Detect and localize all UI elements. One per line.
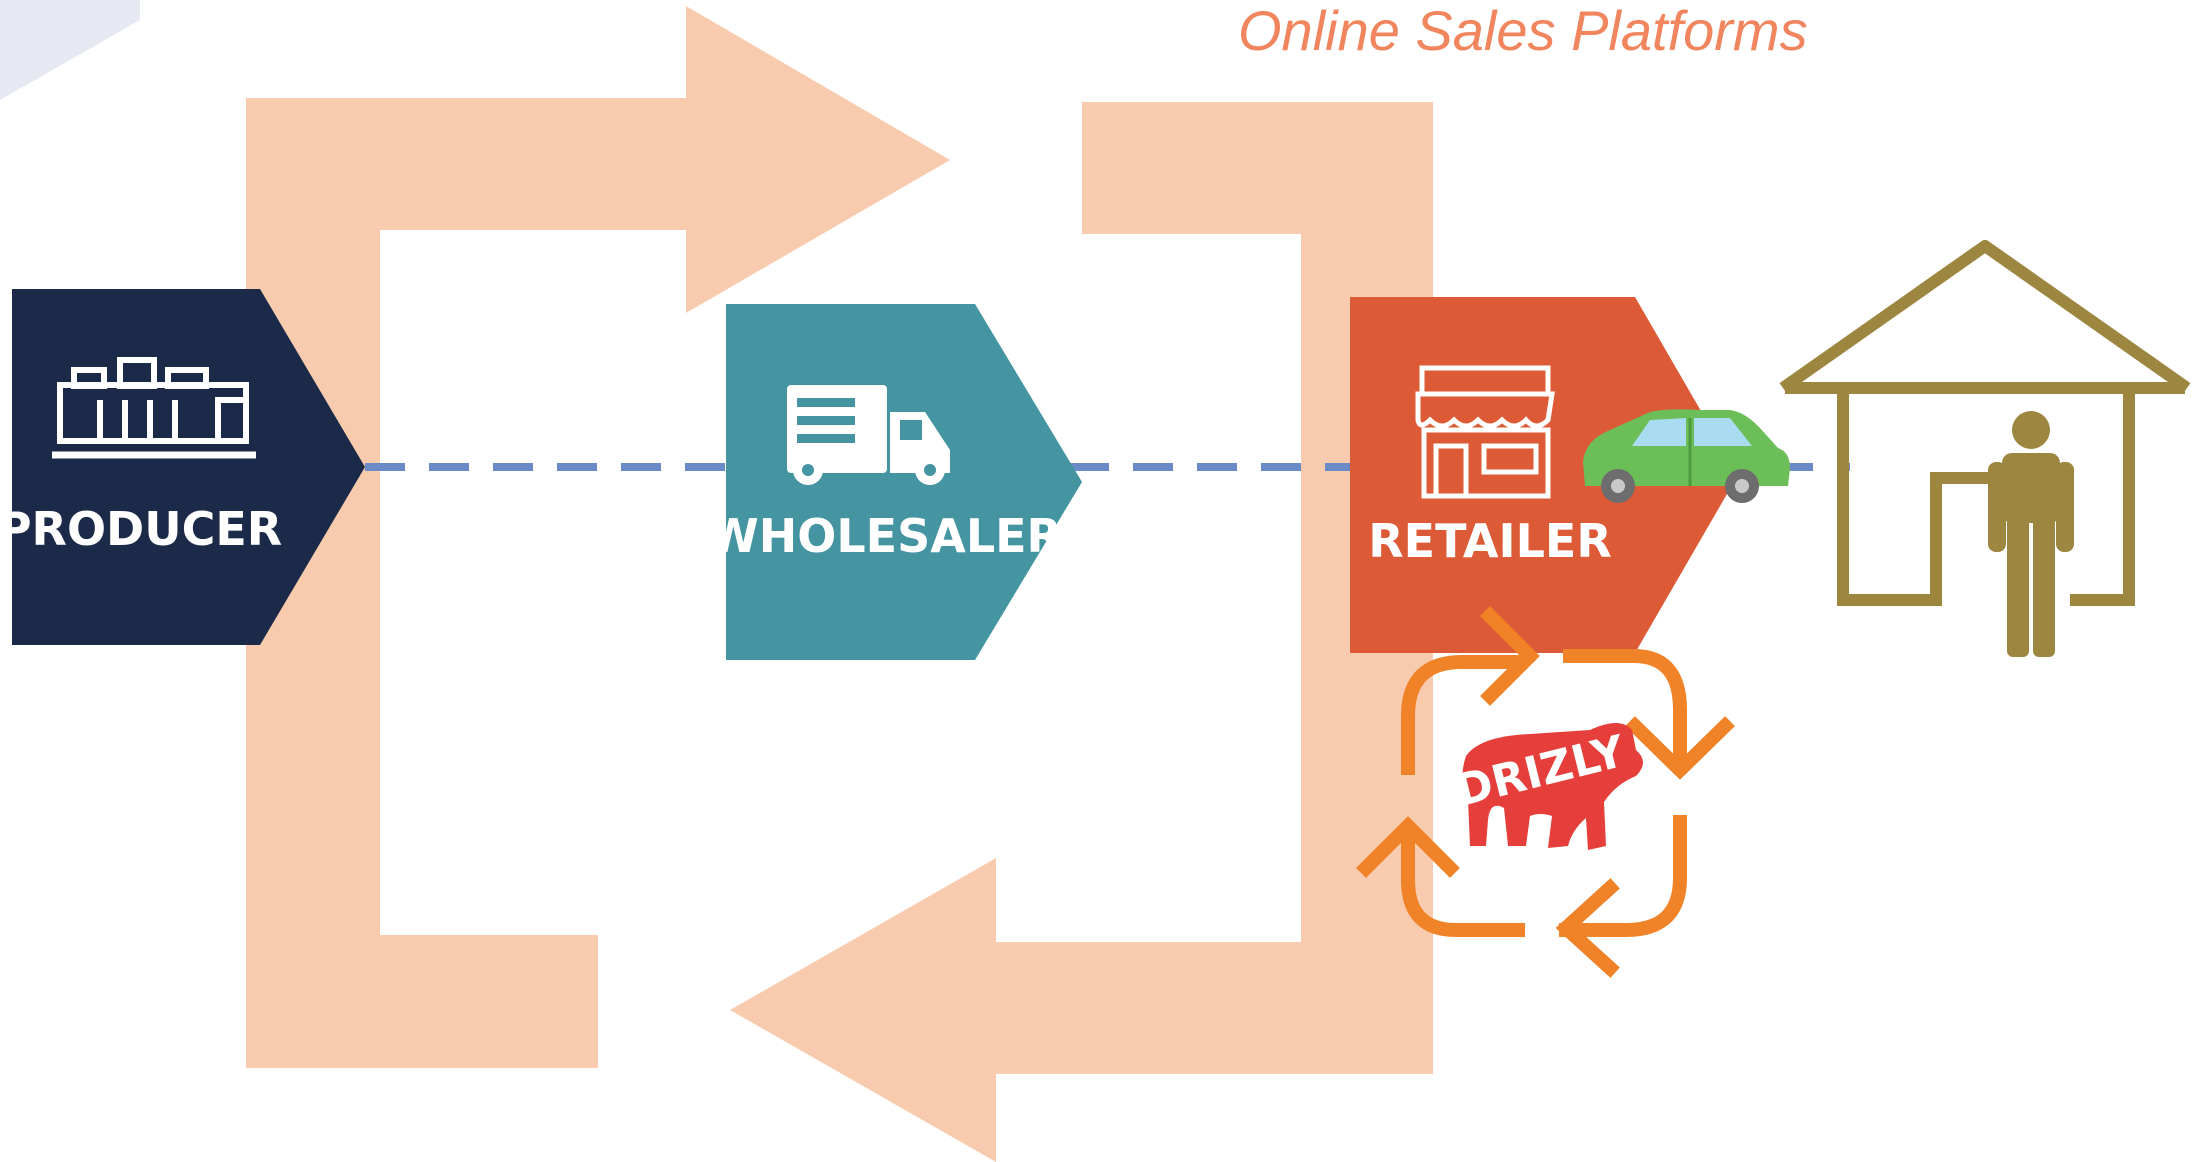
delivery-truck-icon xyxy=(787,385,950,485)
flow-arrows xyxy=(246,6,1433,1162)
retailer-label: RETAILER xyxy=(1368,514,1612,568)
corner-decoration xyxy=(0,0,140,100)
return-flow-arrow xyxy=(730,102,1433,1162)
diagram-title: Online Sales Platforms xyxy=(1238,0,1808,62)
factory-icon xyxy=(52,357,256,459)
bear-logo-icon xyxy=(1462,723,1643,850)
car-icon xyxy=(1583,409,1790,503)
retailer-node: RETAILER xyxy=(1350,297,1738,653)
wholesaler-node: WHOLESALER xyxy=(708,304,1082,660)
person-icon xyxy=(1988,411,2074,657)
wholesaler-label: WHOLESALER xyxy=(708,509,1062,563)
forward-flow-arrow xyxy=(246,6,950,1068)
storefront-icon xyxy=(1415,365,1555,499)
producer-label: PRODUCER xyxy=(0,502,282,556)
drizly-brand-logo: DRIZLY xyxy=(1451,723,1643,850)
house-with-person-icon xyxy=(1779,240,2191,657)
producer-node: PRODUCER xyxy=(0,289,365,645)
circular-arrows-icon xyxy=(1356,606,1735,978)
